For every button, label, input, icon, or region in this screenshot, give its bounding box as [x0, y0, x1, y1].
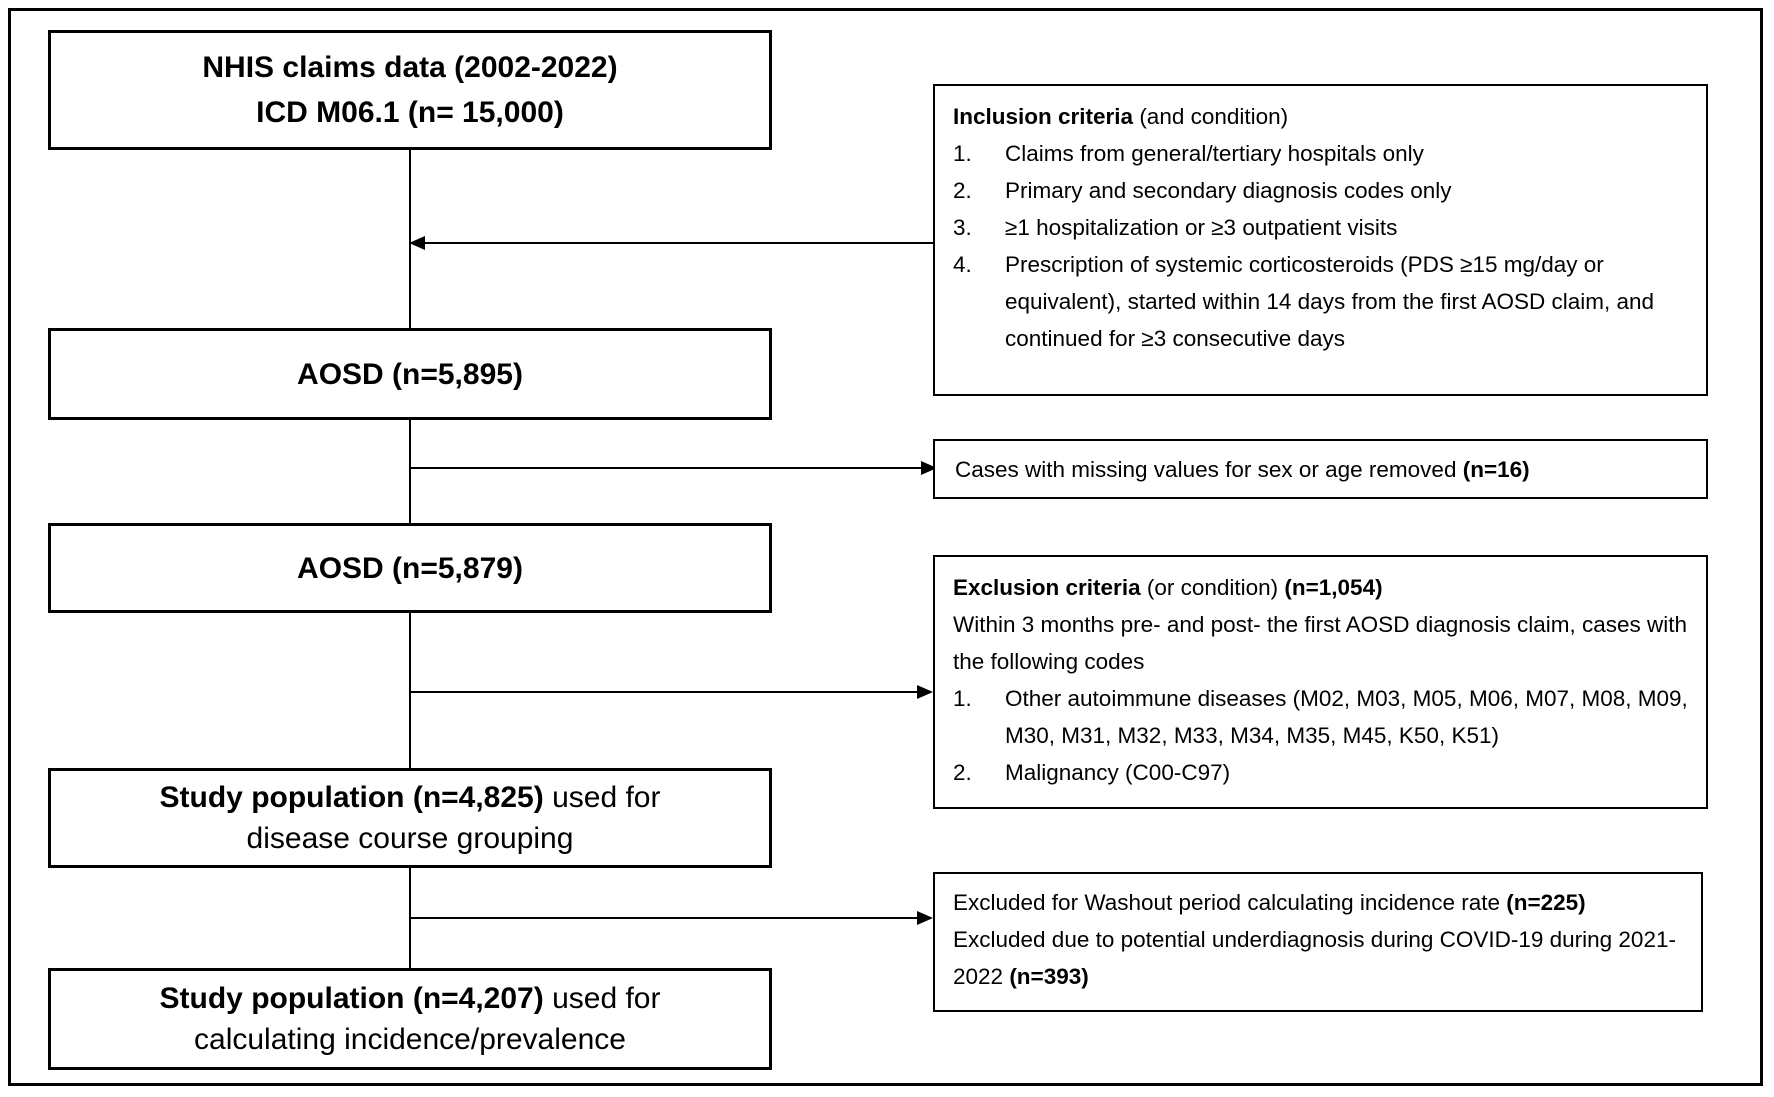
inclusion-item-1: 1. Claims from general/tertiary hospital…: [953, 135, 1696, 172]
missing-values-text: Cases with missing values for sex or age…: [955, 451, 1530, 488]
inclusion-item-1-text: Claims from general/tertiary hospitals o…: [1005, 141, 1424, 166]
connector-aosd2-to-study1: [409, 613, 411, 768]
outer-border: [8, 8, 1763, 1086]
study-pop-grouping-line1: Study population (n=4,825) used for: [160, 777, 661, 818]
inclusion-item-3-text: ≥1 hospitalization or ≥3 outpatient visi…: [1005, 215, 1398, 240]
inclusion-item-3-number: 3.: [953, 215, 972, 240]
inclusion-item-2-text: Primary and secondary diagnosis codes on…: [1005, 178, 1452, 203]
exclusion-item-2: 2. Malignancy (C00-C97): [953, 754, 1696, 791]
inclusion-item-3: 3. ≥1 hospitalization or ≥3 outpatient v…: [953, 209, 1696, 246]
washout-line2-text: Excluded due to potential underdiagnosis…: [953, 927, 1676, 989]
washout-exclusion-box: Excluded for Washout period calculating …: [933, 872, 1703, 1012]
arrowhead-left-icon: [409, 236, 425, 250]
exclusion-item-2-text: Malignancy (C00-C97): [1005, 760, 1231, 785]
study-pop-incidence-n: Study population (n=4,207): [159, 982, 544, 1015]
exclusion-title: Exclusion criteria (or condition) (n=1,0…: [953, 569, 1696, 606]
aosd-5895-box: AOSD (n=5,895): [48, 328, 772, 420]
aosd-5895-label: AOSD (n=5,895): [297, 357, 523, 391]
study-pop-incidence-line1: Study population (n=4,207) used for: [160, 978, 661, 1019]
study-pop-incidence-box: Study population (n=4,207) used for calc…: [48, 968, 772, 1070]
nhis-line2: ICD M06.1 (n= 15,000): [256, 96, 564, 129]
arrow-line-inclusion: [423, 242, 933, 244]
washout-line2: Excluded due to potential underdiagnosis…: [953, 921, 1691, 995]
washout-line1: Excluded for Washout period calculating …: [953, 884, 1691, 921]
nhis-claims-box: NHIS claims data (2002-2022) ICD M06.1 (…: [48, 30, 772, 150]
inclusion-item-2-number: 2.: [953, 178, 972, 203]
exclusion-title-n: (n=1,054): [1284, 575, 1383, 600]
inclusion-criteria-box: Inclusion criteria (and condition) 1. Cl…: [933, 84, 1708, 396]
exclusion-title-mid: (or condition): [1140, 575, 1285, 600]
exclusion-item-1: 1. Other autoimmune diseases (M02, M03, …: [953, 680, 1696, 754]
inclusion-item-4: 4. Prescription of systemic corticostero…: [953, 246, 1696, 357]
study-pop-grouping-box: Study population (n=4,825) used for dise…: [48, 768, 772, 868]
arrow-line-exclusion: [410, 691, 919, 693]
exclusion-intro: Within 3 months pre- and post- the first…: [953, 612, 1688, 674]
nhis-line1: NHIS claims data (2002-2022): [202, 51, 618, 84]
inclusion-item-1-number: 1.: [953, 141, 972, 166]
inclusion-item-2: 2. Primary and secondary diagnosis codes…: [953, 172, 1696, 209]
exclusion-criteria-box: Exclusion criteria (or condition) (n=1,0…: [933, 555, 1708, 809]
arrowhead-right-washout-icon: [917, 911, 933, 925]
exclusion-item-2-number: 2.: [953, 760, 972, 785]
washout-line1-text: Excluded for Washout period calculating …: [953, 890, 1507, 915]
study-pop-grouping-suffix: used for: [543, 781, 661, 814]
study-pop-grouping-n: Study population (n=4,825): [159, 781, 544, 814]
inclusion-item-4-text: Prescription of systemic corticosteroids…: [1005, 252, 1655, 351]
exclusion-title-bold: Exclusion criteria: [953, 575, 1141, 600]
missing-values-box: Cases with missing values for sex or age…: [933, 439, 1708, 499]
missing-values-n: (n=16): [1462, 456, 1530, 482]
inclusion-title-bold: Inclusion criteria: [953, 104, 1134, 129]
washout-line2-n: (n=393): [1009, 964, 1089, 989]
arrowhead-right-exclusion-icon: [917, 685, 933, 699]
study-pop-incidence-line2: calculating incidence/prevalence: [194, 1023, 626, 1056]
exclusion-item-1-text: Other autoimmune diseases (M02, M03, M05…: [1005, 686, 1688, 748]
inclusion-title-rest: (and condition): [1133, 104, 1289, 129]
washout-line1-n: (n=225): [1506, 890, 1586, 915]
study-pop-incidence-suffix: used for: [543, 982, 661, 1015]
study-pop-grouping-line2: disease course grouping: [246, 822, 574, 855]
aosd-5879-label: AOSD (n=5,879): [297, 551, 523, 585]
inclusion-title: Inclusion criteria (and condition): [953, 98, 1696, 135]
arrow-line-washout: [410, 917, 919, 919]
exclusion-item-1-number: 1.: [953, 686, 972, 711]
connector-aosd1-to-aosd2: [409, 420, 411, 523]
inclusion-item-4-number: 4.: [953, 252, 972, 277]
missing-values-label: Cases with missing values for sex or age…: [955, 456, 1463, 482]
arrow-line-missing: [410, 467, 923, 469]
aosd-5879-box: AOSD (n=5,879): [48, 523, 772, 613]
